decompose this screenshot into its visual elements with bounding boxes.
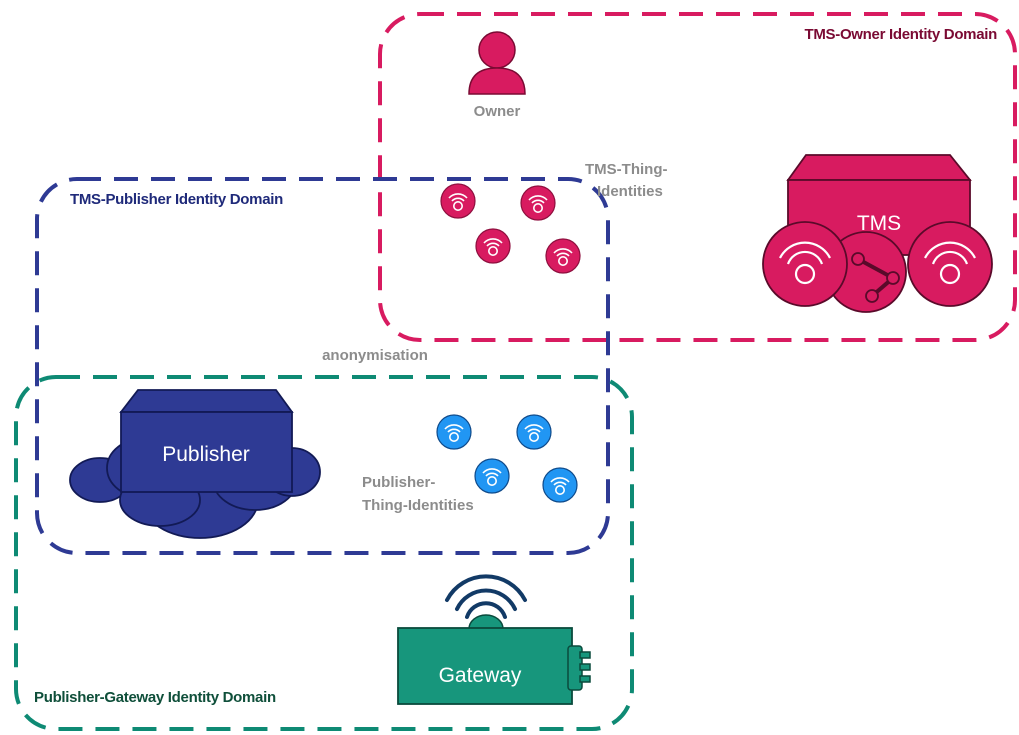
publisher-label: Publisher <box>162 443 250 466</box>
publisher-things-label-line2: Thing-Identities <box>362 497 474 514</box>
tms-things-label-line1: TMS-Thing- <box>585 161 667 178</box>
anonymisation-label: anonymisation <box>322 347 428 364</box>
thing-identity-icon <box>440 183 476 219</box>
thing-identity-icon <box>436 414 472 450</box>
owner-domain-label: TMS-Owner Identity Domain <box>804 26 997 43</box>
cloud-server-icon <box>69 389 321 539</box>
publisher-domain-label: TMS-Publisher Identity Domain <box>70 191 283 208</box>
gateway-domain-boundary <box>14 375 634 731</box>
thing-identity-icon <box>474 458 510 494</box>
thing-identity-icon <box>475 228 511 264</box>
publisher-domain-boundary <box>35 177 610 555</box>
thing-identity-icon <box>520 185 556 221</box>
thing-identity-icon <box>545 238 581 274</box>
owner-label: Owner <box>474 103 521 120</box>
tms-thing-identities <box>440 183 581 274</box>
gateway-label: Gateway <box>439 664 522 687</box>
gateway-domain-label: Publisher-Gateway Identity Domain <box>34 689 276 706</box>
publisher-thing-identities <box>436 414 578 503</box>
publisher-things-label-line1: Publisher- <box>362 474 435 491</box>
tms-label: TMS <box>857 212 901 235</box>
wireless-gateway-icon <box>397 574 591 705</box>
tms-things-label-line2: Identities <box>597 183 663 200</box>
person-icon <box>468 31 526 95</box>
vehicle-icon <box>762 154 993 313</box>
thing-identity-icon <box>542 467 578 503</box>
thing-identity-icon <box>516 414 552 450</box>
